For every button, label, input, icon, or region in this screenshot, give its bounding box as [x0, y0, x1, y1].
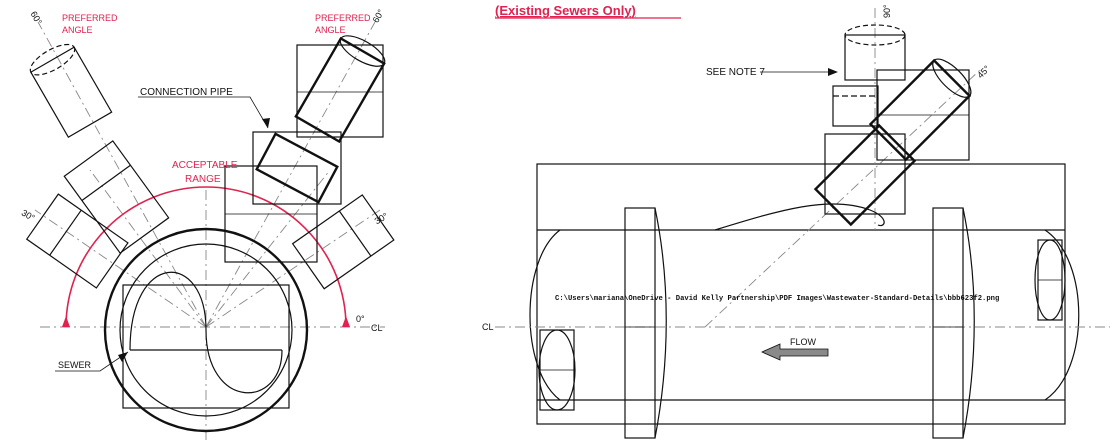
sewer-leader-arrow: [118, 352, 128, 362]
branch-pipe-left-45: [63, 140, 170, 254]
sewer-inner-circle: [119, 243, 293, 417]
acceptable-range-label-1: ACCEPTABLE: [172, 160, 238, 171]
sewer-outer-circle: [103, 227, 309, 433]
collar-right: [932, 207, 964, 439]
preferred-angle-right-label-2: ANGLE: [315, 25, 346, 35]
connection-pipe-45-lower: [813, 123, 917, 227]
connection-box-mid: [252, 131, 342, 205]
saddle-curve: [714, 203, 885, 231]
connection-box-lower-right: [824, 133, 906, 215]
connection-pipe-label: CONNECTION PIPE: [140, 87, 233, 98]
pipe-90-top: [844, 24, 906, 46]
flow-arrow: [761, 343, 829, 361]
sewer-label: SEWER: [58, 360, 92, 370]
left-30-centerline: [34, 209, 207, 328]
angle-60-right-label: 60°: [371, 7, 387, 24]
angle-30-left-label: 30°: [20, 208, 37, 224]
collar-left-curve: [654, 207, 667, 439]
collar-right-curve: [962, 207, 975, 439]
angle-90-label: 90°: [882, 4, 892, 18]
flow-label: FLOW: [790, 337, 817, 347]
connection-box-top: [296, 44, 384, 138]
angle-60-left-label: 60°: [29, 10, 45, 27]
see-note-label: SEE NOTE 7: [706, 67, 765, 78]
preferred-angle-left-label-1: PREFERRED: [62, 13, 118, 23]
collar-left: [624, 207, 656, 439]
left-60-centerline: [37, 21, 207, 328]
acceptable-range-label-2: RANGE: [185, 174, 221, 185]
connection-pipe-45-upper: [868, 58, 972, 162]
connection-pipe-mid: [255, 132, 339, 204]
pipe-90-body: [844, 34, 906, 81]
acceptable-range-arrow-left: [62, 316, 70, 327]
see-note-arrow: [828, 68, 838, 76]
end-detail-right-lens: [1034, 239, 1066, 321]
connection-pipe-top: [294, 35, 386, 144]
left-45-centerline: [89, 169, 207, 328]
pipe-90-lower-box: [832, 85, 879, 127]
preferred-angle-left-label-2: ANGLE: [62, 25, 93, 35]
connection-pipe-leader: [138, 96, 269, 129]
file-path-label: C:\Users\mariana\OneDrive - David Kelly …: [555, 295, 999, 303]
sewer-bounding-box: [122, 284, 290, 409]
end-detail-left-lens: [538, 329, 576, 411]
right-view: (Existing Sewers Only): [482, 3, 1110, 439]
zero-degree-label: 0°: [356, 314, 365, 324]
left-cl-label: CL: [371, 323, 383, 333]
existing-sewers-subtitle: (Existing Sewers Only): [495, 3, 636, 18]
preferred-angle-right-label-1: PREFERRED: [315, 13, 371, 23]
angle-45-label: 45°: [975, 63, 992, 80]
connection-pipe-leader-arrow: [262, 118, 270, 128]
acceptable-range-arc: [65, 186, 347, 328]
main-pipe-left-end: [529, 229, 561, 401]
sewer-s-curve: [129, 271, 283, 394]
branch-pipe-right-30: [291, 194, 395, 290]
main-pipe-right-end: [1044, 229, 1080, 401]
sewer-leader: [55, 351, 129, 372]
acceptable-range-arrow-right: [342, 316, 350, 327]
branch-pipe-left-30: [25, 193, 129, 289]
right-cl-label: CL: [482, 322, 494, 332]
preferred-pipe-left: [29, 43, 113, 138]
main-pipe-frame: [536, 163, 1066, 425]
right-60-centerline: [205, 21, 376, 328]
right-diagonal-centerline: [704, 69, 981, 328]
right-30-centerline: [205, 209, 381, 328]
left-view: PREFERRED ANGLE PREFERRED ANGLE 60° 60° …: [20, 7, 395, 440]
